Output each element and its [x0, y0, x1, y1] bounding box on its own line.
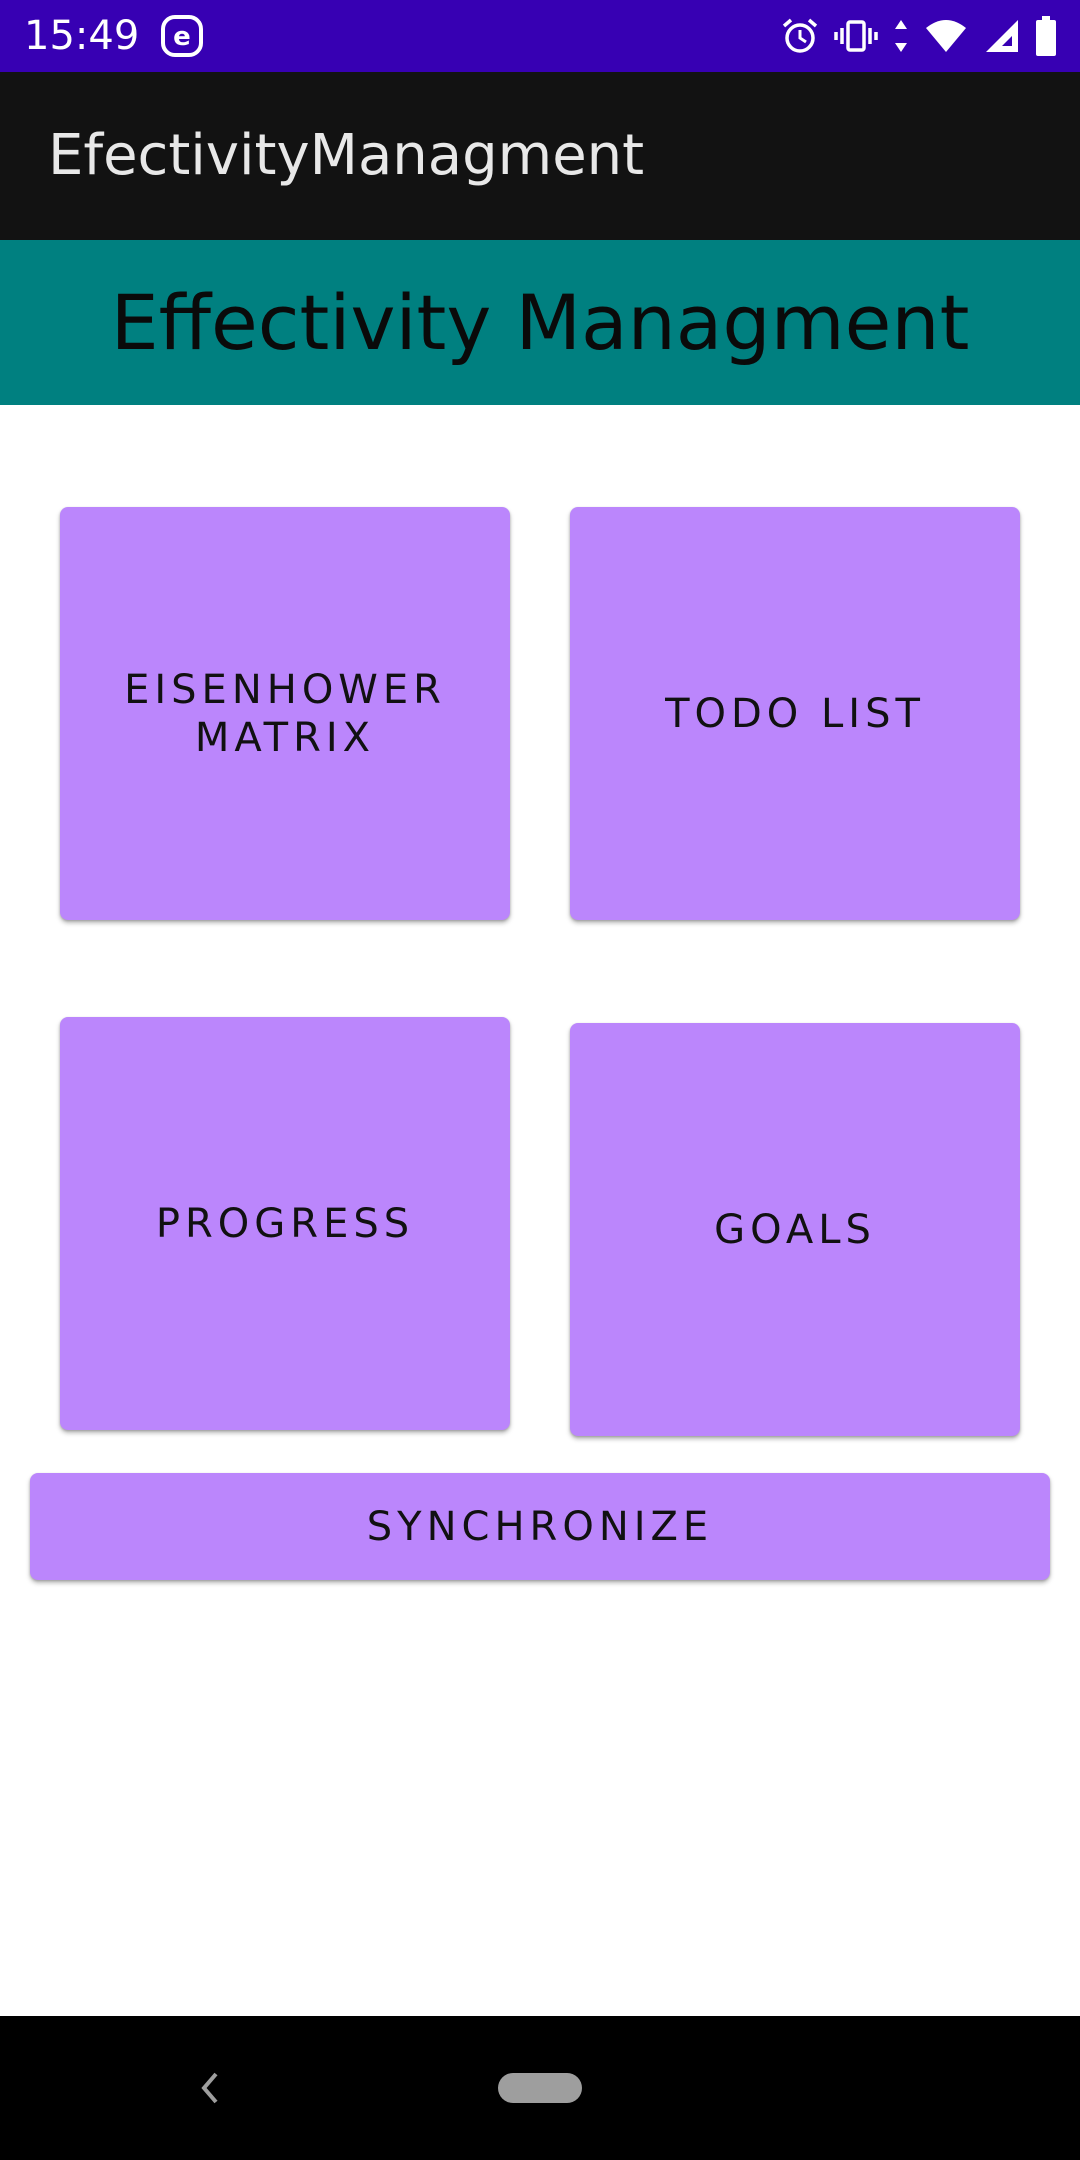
status-bar: 15:49 e [0, 0, 1080, 72]
home-pill-icon[interactable] [498, 2073, 582, 2103]
synchronize-button[interactable]: SYNCHRONIZE [30, 1473, 1050, 1580]
progress-button[interactable]: PROGRESS [60, 1017, 510, 1430]
goals-label: GOALS [714, 1206, 876, 1253]
wifi-icon [926, 20, 966, 52]
progress-label: PROGRESS [155, 1200, 415, 1247]
todo-list-label: TODO LIST [665, 690, 925, 737]
status-time: 15:49 [24, 13, 140, 59]
app-bar: EfectivityManagment [0, 72, 1080, 240]
alarm-icon [782, 18, 818, 53]
e-circle-icon: e [161, 15, 203, 57]
todo-list-button[interactable]: TODO LIST [570, 507, 1020, 920]
synchronize-label: SYNCHRONIZE [366, 1503, 714, 1550]
goals-button[interactable]: GOALS [570, 1023, 1020, 1436]
eisenhower-matrix-button[interactable]: EISENHOWER MATRIX [60, 507, 510, 920]
svg-text:e: e [173, 22, 191, 52]
header-banner: Effectivity Managment [0, 240, 1080, 405]
battery-icon [1036, 16, 1056, 56]
page-title: Effectivity Managment [110, 278, 970, 367]
eisenhower-matrix-label: EISENHOWER MATRIX [124, 666, 446, 761]
back-chevron-icon[interactable] [190, 2068, 230, 2108]
data-arrows-icon [895, 20, 907, 52]
status-icons [780, 12, 1058, 60]
signal-icon [986, 20, 1018, 52]
vibrate-icon [834, 20, 878, 52]
app-bar-title: EfectivityManagment [48, 123, 645, 188]
